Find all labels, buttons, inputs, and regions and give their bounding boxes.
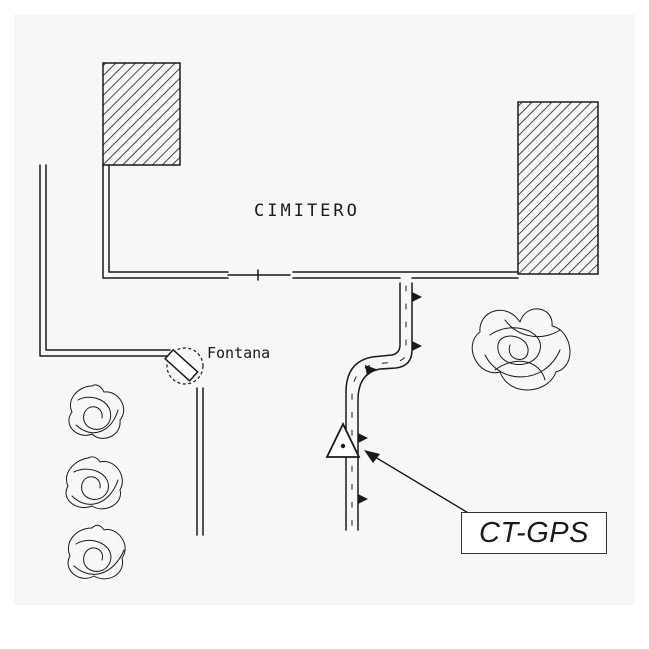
building-right bbox=[517, 101, 599, 275]
fountain-symbol bbox=[164, 347, 204, 385]
cemetery-wall bbox=[102, 164, 519, 281]
tree-icon bbox=[471, 308, 571, 391]
building-left bbox=[102, 62, 181, 166]
gps-track bbox=[345, 282, 413, 531]
cemetery-label: CIMITERO bbox=[254, 201, 360, 221]
triangle-icon bbox=[325, 421, 361, 458]
ct-gps-label: CT-GPS bbox=[479, 516, 589, 549]
tree-icon bbox=[68, 384, 125, 439]
callout-arrow bbox=[364, 450, 476, 518]
left-boundary-wall bbox=[39, 164, 204, 536]
tree-icon bbox=[65, 456, 123, 510]
track-flags bbox=[358, 292, 422, 504]
fountain-label: Fontana bbox=[207, 344, 270, 362]
ct-gps-label-box: CT-GPS bbox=[461, 512, 607, 554]
tree-icon bbox=[67, 524, 126, 580]
